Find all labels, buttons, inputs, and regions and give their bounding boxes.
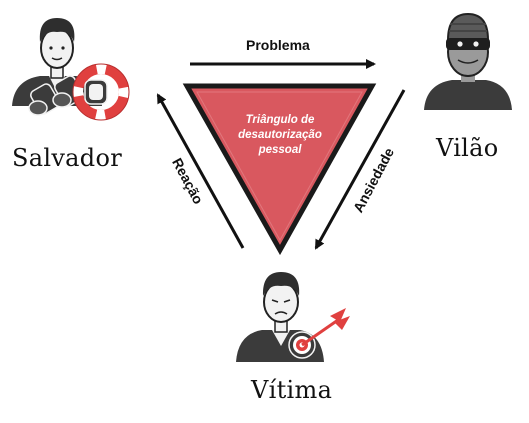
arrow-ansiedade	[314, 89, 406, 250]
role-label-vitima: Vítima	[251, 376, 333, 404]
role-label-salvador: Salvador	[12, 144, 122, 172]
edge-label-problema: Problema	[246, 37, 310, 53]
target-arrow-icon	[288, 308, 350, 359]
role-label-vilao: Vilão	[436, 134, 499, 162]
central-triangle	[182, 83, 377, 256]
lifebuoy-icon	[72, 63, 130, 121]
triangle-title-line-2: desautorização	[238, 129, 322, 141]
villain-robber-icon	[424, 12, 512, 110]
arrow-reacao	[156, 93, 245, 249]
triangle-title-line-1: Triângulo de	[245, 114, 315, 126]
triangle-title-line-3: pessoal	[258, 144, 302, 156]
triangle-title: Triângulo de desautorização pessoal	[225, 113, 335, 158]
